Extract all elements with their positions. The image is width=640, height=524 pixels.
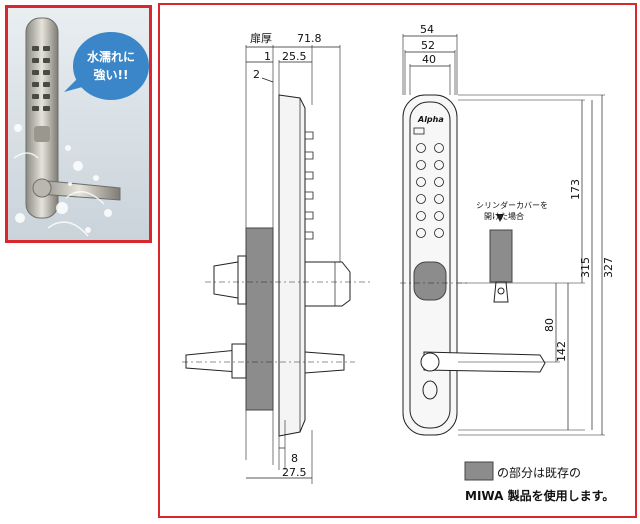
- dim-27-5: 27.5: [282, 466, 307, 479]
- door-thickness-label: 扉厚: [250, 32, 272, 45]
- cylinder-note-line2: 開けた場合: [484, 211, 524, 221]
- product-photo: 水濡れに 強い!!: [8, 8, 149, 240]
- dim-80: 80: [543, 318, 556, 332]
- dim-327: 327: [602, 257, 615, 278]
- dim-8: 8: [291, 452, 298, 465]
- legend-line1: の部分は既存の: [497, 465, 581, 480]
- existing-part-swatch: [464, 461, 494, 481]
- product-photo-panel: 水濡れに 強い!!: [5, 5, 152, 243]
- brand-mark: Alpha: [417, 115, 444, 124]
- legend: の部分は既存の MIWA 製品を使用します。: [464, 461, 614, 503]
- dim-2: 2: [253, 68, 260, 81]
- dim-40: 40: [422, 53, 436, 66]
- dim-54: 54: [420, 23, 434, 36]
- technical-drawing: 扉厚 71.8 1 25.5 2 8 27.5: [182, 23, 615, 503]
- callout-line2: 強い!!: [94, 67, 129, 82]
- cylinder-note-line1: シリンダーカバーを: [476, 200, 548, 210]
- dim-173: 173: [569, 179, 582, 200]
- callout-line1: 水濡れに: [87, 49, 135, 64]
- dim-1: 1: [264, 50, 271, 63]
- side-view: 扉厚 71.8 1 25.5 2 8 27.5: [182, 32, 370, 484]
- dim-71-8: 71.8: [297, 32, 322, 45]
- front-view: Alpha 54: [400, 23, 615, 436]
- dim-25-5: 25.5: [282, 50, 307, 63]
- dim-52: 52: [421, 39, 435, 52]
- technical-drawing-panel: 扉厚 71.8 1 25.5 2 8 27.5: [158, 3, 637, 518]
- legend-line2: MIWA 製品を使用します。: [465, 488, 614, 503]
- dim-315: 315: [579, 257, 592, 278]
- dim-142: 142: [555, 341, 568, 362]
